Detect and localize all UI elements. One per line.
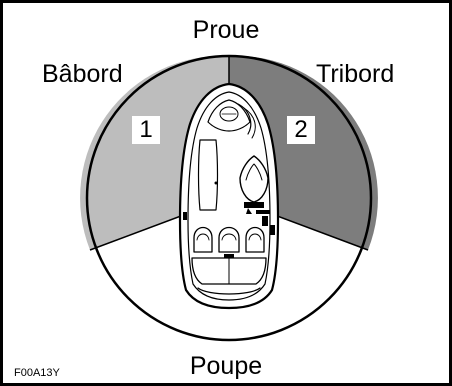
sector-number-port: 1 (132, 116, 160, 144)
label-port: Bâbord (42, 60, 123, 88)
label-starboard: Tribord (316, 60, 395, 88)
sector-circle-outline (85, 54, 373, 342)
sector-number-starboard: 2 (287, 116, 315, 144)
label-bow: Proue (192, 16, 260, 44)
boat-icon (178, 82, 280, 310)
label-stern: Poupe (189, 352, 263, 380)
figure-code: F00A13Y (14, 367, 60, 379)
